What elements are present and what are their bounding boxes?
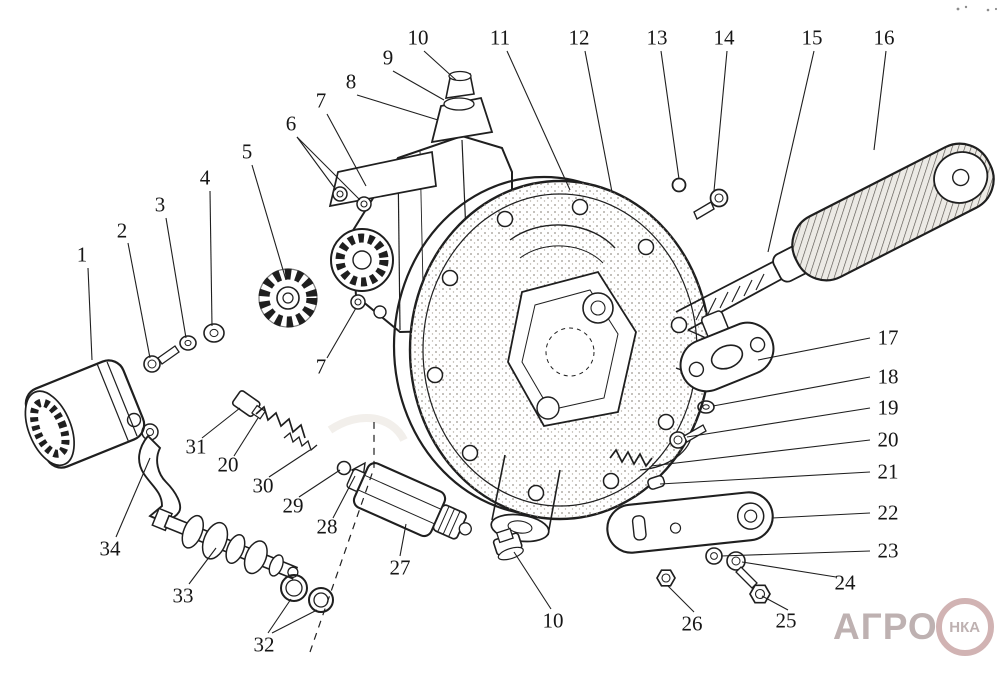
callout-13: 13 <box>646 25 668 50</box>
callout-20b: 20 <box>217 452 239 477</box>
callout-23: 23 <box>877 538 899 563</box>
callout-30: 30 <box>252 473 274 498</box>
callout-14: 14 <box>713 25 735 50</box>
callout-20: 20 <box>877 427 899 452</box>
callout-28: 28 <box>316 514 338 539</box>
callout-5: 5 <box>241 139 253 164</box>
drain-plug <box>492 527 524 561</box>
callout-25: 25 <box>775 608 797 633</box>
callout-27: 27 <box>389 555 411 580</box>
watermark-badge-ring: НКА <box>935 598 994 656</box>
callout-26: 26 <box>681 611 703 636</box>
drive-gear <box>258 268 318 328</box>
camshaft <box>151 507 299 580</box>
callout-12: 12 <box>568 25 590 50</box>
callout-31: 31 <box>185 434 207 459</box>
callout-22: 22 <box>877 500 899 525</box>
coupling-sleeve <box>24 359 159 469</box>
fork-lever <box>138 434 182 521</box>
callout-1: 1 <box>76 242 88 267</box>
callout-33: 33 <box>172 583 194 608</box>
valve-assembly <box>231 390 472 540</box>
watermark-logo: АГРО НКА <box>833 598 994 656</box>
callout-7b: 7 <box>315 354 327 379</box>
callout-15: 15 <box>801 25 823 50</box>
callout-6: 6 <box>285 111 297 136</box>
breather-plug <box>443 70 475 111</box>
callout-29: 29 <box>282 493 304 518</box>
main-flange <box>392 175 725 543</box>
construction-line <box>309 422 375 653</box>
side-flange-fitting <box>679 310 775 393</box>
callout-17: 17 <box>877 325 899 350</box>
right-fasteners <box>609 177 729 490</box>
callout-4: 4 <box>199 165 211 190</box>
callout-24: 24 <box>834 570 856 595</box>
seal-rings <box>280 574 334 613</box>
callout-9: 9 <box>382 45 394 70</box>
callout-32: 32 <box>253 632 275 657</box>
lever-bracket <box>492 491 774 604</box>
callout-8: 8 <box>345 69 357 94</box>
callout-7: 7 <box>315 88 327 113</box>
callout-3: 3 <box>154 192 166 217</box>
corner-scan-marks <box>956 5 998 12</box>
leader-lines <box>87 50 887 634</box>
callout-21: 21 <box>877 459 899 484</box>
callout-18: 18 <box>877 364 899 389</box>
callout-2: 2 <box>116 218 128 243</box>
small-fasteners-left <box>143 323 225 373</box>
splined-shaft-end <box>330 228 394 292</box>
watermark-brand-text: АГРО <box>833 606 938 647</box>
callout-11: 11 <box>489 25 511 50</box>
callout-16: 16 <box>873 25 895 50</box>
rubber-grip <box>772 142 995 283</box>
callout-10: 10 <box>407 25 429 50</box>
callout-10b: 10 <box>542 608 564 633</box>
control-shaft-and-grip <box>675 142 995 331</box>
callout-34: 34 <box>99 536 121 561</box>
callout-19: 19 <box>877 395 899 420</box>
